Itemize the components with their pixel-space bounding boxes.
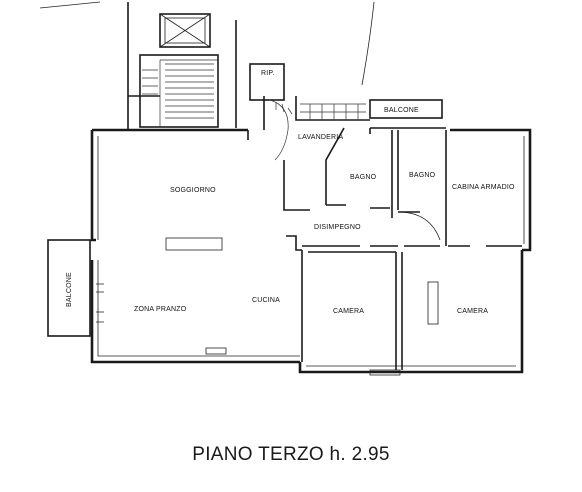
label-camera-1: CAMERA [333, 308, 364, 315]
label-soggiorno: SOGGIORNO [170, 187, 216, 194]
label-disimpegno: DISIMPEGNO [314, 224, 361, 231]
label-balcone-left: BALCONE [66, 272, 73, 307]
label-zona-pranzo: ZONA PRANZO [134, 306, 187, 313]
label-lavanderia: LAVANDERIA [298, 134, 343, 141]
balcony-left [47, 239, 104, 337]
label-camera-2: CAMERA [457, 308, 488, 315]
interior-walls [247, 130, 522, 370]
upper-structure [39, 1, 375, 130]
label-balcone-top: BALCONE [384, 107, 419, 114]
label-bagno-1: BAGNO [350, 174, 377, 181]
label-bagno-2: BAGNO [409, 172, 436, 179]
laundry-area [263, 96, 371, 205]
label-cabina-armadio: CABINA ARMADIO [452, 184, 515, 191]
rip-closet [249, 63, 285, 101]
fixtures [165, 237, 439, 376]
label-cucina: CUCINA [252, 297, 280, 304]
label-rip: RIP. [261, 70, 275, 77]
floor-caption: PIANO TERZO h. 2.95 [192, 444, 390, 465]
balcony-top [369, 99, 443, 119]
outer-walls [90, 127, 532, 374]
staircase [139, 54, 219, 128]
